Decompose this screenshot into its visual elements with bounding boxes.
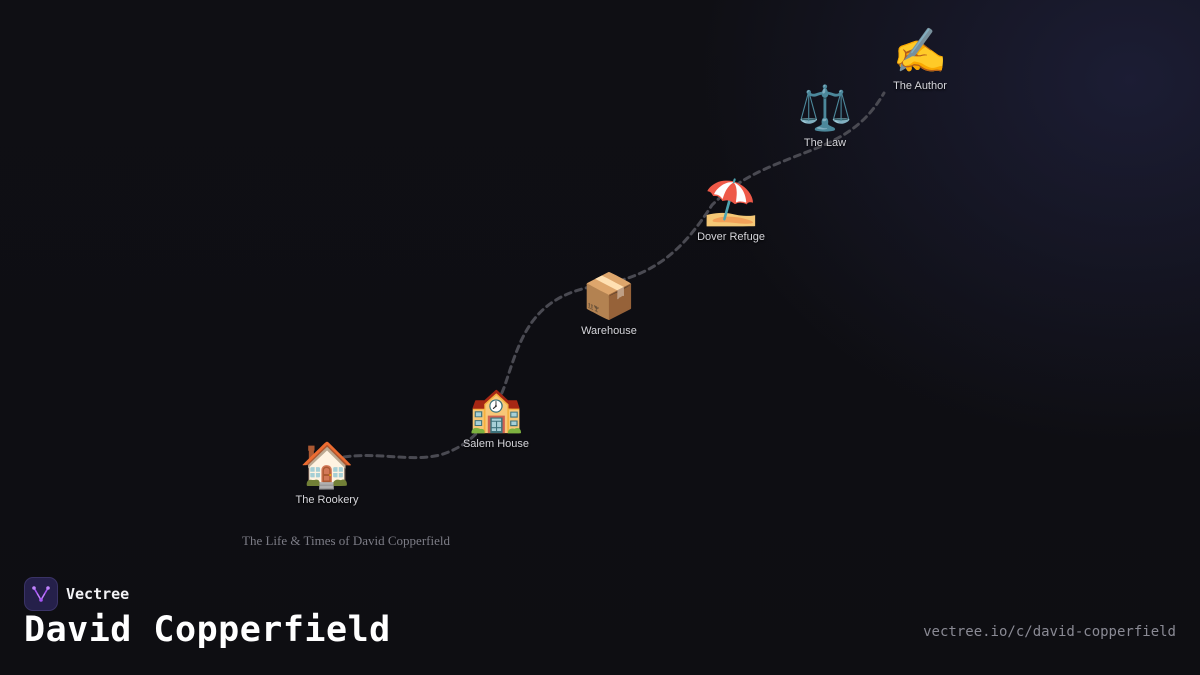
node-salem-house[interactable]: 🏫 Salem House [431,384,561,450]
brand[interactable]: Vectree [24,577,129,611]
node-the-law[interactable]: ⚖️ The Law [760,83,890,149]
writing-hand-icon: ✍️ [892,27,948,76]
package-icon: 📦 [581,272,637,321]
vectree-logo-icon [24,577,58,611]
node-the-rookery[interactable]: 🏠 The Rookery [262,440,392,506]
node-the-author[interactable]: ✍️ The Author [855,26,985,92]
node-label: Dover Refuge [697,231,765,243]
page-title: David Copperfield [24,610,391,650]
beach-umbrella-icon: ⛱️ [703,178,759,227]
house-icon: 🏠 [299,441,355,490]
node-label: Salem House [462,438,530,450]
scales-icon: ⚖️ [797,84,853,133]
school-icon: 🏫 [468,385,524,434]
page-url[interactable]: vectree.io/c/david-copperfield [923,624,1176,640]
diagram-caption: The Life & Times of David Copperfield [242,533,450,548]
node-label: The Law [803,137,847,149]
journey-path [342,91,886,460]
brand-name: Vectree [66,585,130,603]
node-warehouse[interactable]: 📦 Warehouse [544,271,674,337]
node-label: Warehouse [581,325,637,337]
node-label: The Rookery [295,494,359,506]
node-label: The Author [893,80,947,92]
node-dover-refuge[interactable]: ⛱️ Dover Refuge [666,177,796,243]
